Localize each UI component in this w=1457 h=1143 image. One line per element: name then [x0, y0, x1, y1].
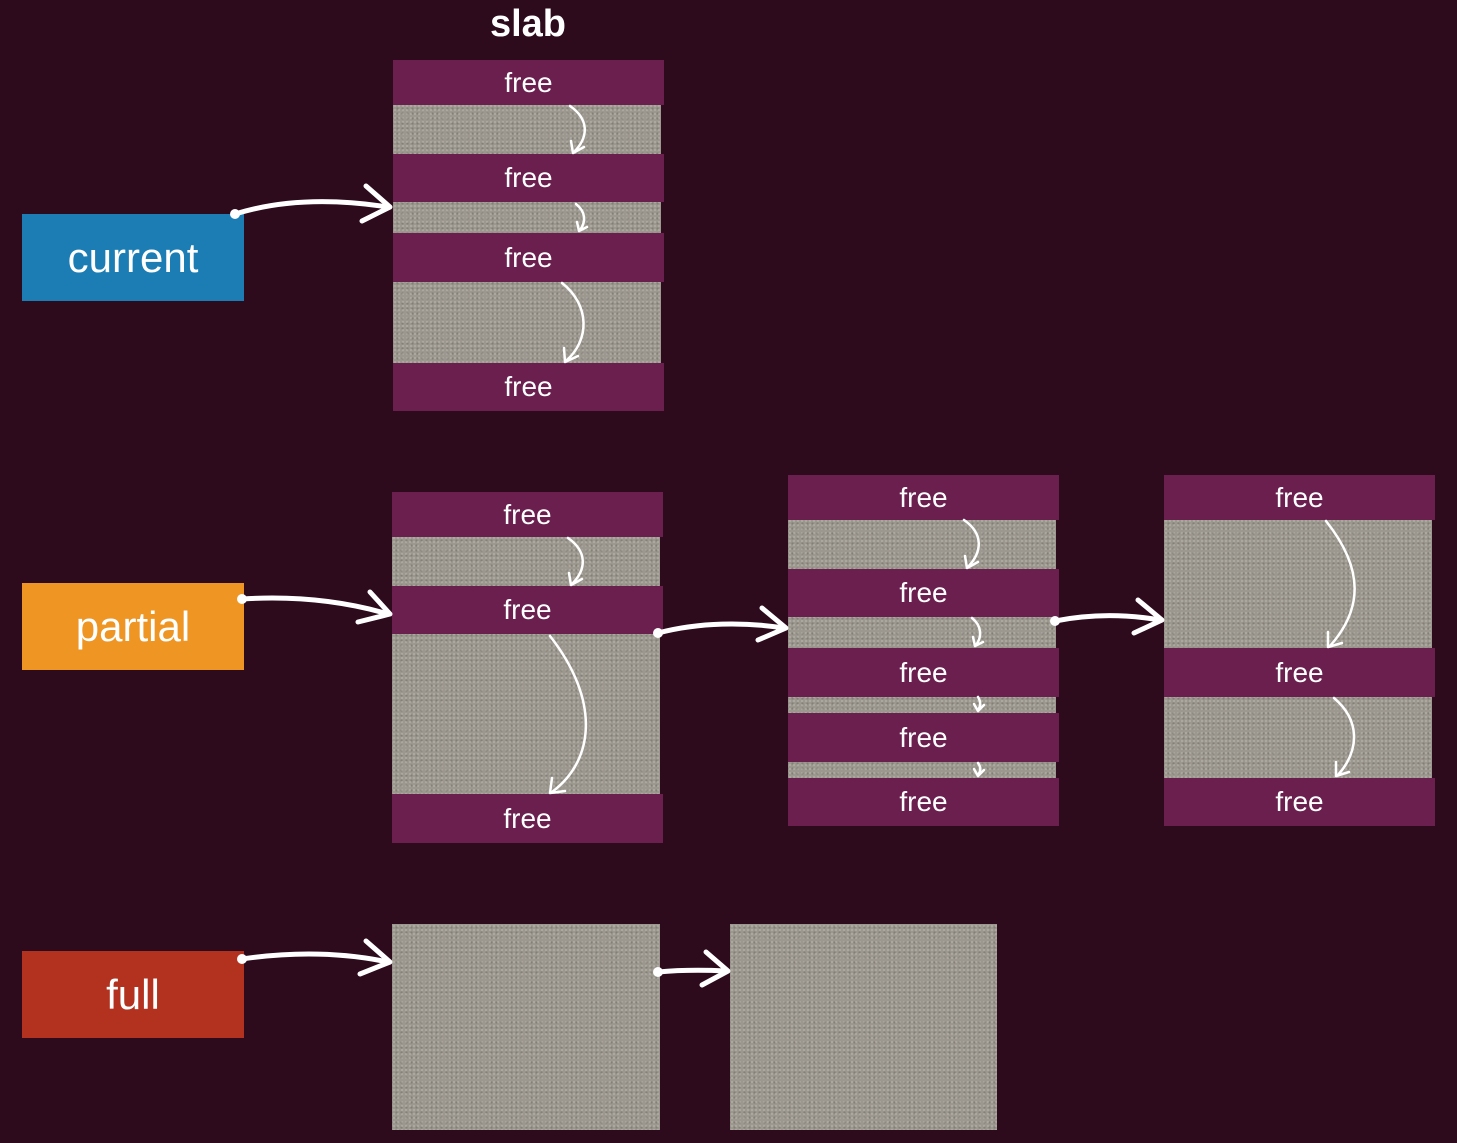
free-slot: free [1164, 778, 1435, 826]
current-slab: free free free free [393, 60, 664, 411]
free-slot: free [392, 794, 663, 843]
full-label: full [106, 970, 160, 1018]
free-slot: free [788, 778, 1059, 826]
free-slot: free [393, 363, 664, 411]
current-label: current [67, 233, 199, 281]
full-pointer-arrow [239, 951, 391, 965]
full-next-arrow [655, 967, 729, 975]
free-slot: free [393, 60, 664, 105]
free-slot: free [788, 648, 1059, 697]
current-pointer-arrow [232, 199, 391, 217]
partial-slab-3: free free free [1164, 475, 1435, 826]
free-slot: free [1164, 475, 1435, 520]
partial-pointer-arrowhead [355, 589, 393, 625]
full-next-arrowhead [699, 949, 731, 988]
free-slot: free [392, 586, 663, 634]
partial-slab-2: free free free free free [788, 475, 1059, 826]
current-list-box: current [22, 214, 244, 301]
full-list-box: full [22, 951, 244, 1038]
free-slot: free [788, 475, 1059, 520]
partial-next-arrow-2 [1052, 613, 1163, 624]
partial-label: partial [75, 602, 191, 650]
partial-slab-1: free free free [392, 492, 663, 843]
free-slot: free [393, 233, 664, 282]
free-slot: free [393, 154, 664, 202]
partial-next-arrow-1 [655, 621, 787, 636]
partial-next-arrowhead-2 [1131, 597, 1165, 636]
free-slot: free [392, 492, 663, 537]
full-slab-2 [730, 924, 997, 1130]
free-slot: free [788, 569, 1059, 617]
partial-next-arrowhead-1 [755, 605, 789, 643]
partial-pointer-arrow [239, 595, 391, 617]
free-slot: free [1164, 648, 1435, 697]
full-slab-1 [392, 924, 660, 1130]
full-pointer-arrowhead [357, 938, 393, 977]
slab-title: slab [489, 3, 567, 45]
free-slot: free [788, 713, 1059, 762]
partial-list-box: partial [22, 583, 244, 670]
current-pointer-arrowhead [359, 183, 393, 224]
